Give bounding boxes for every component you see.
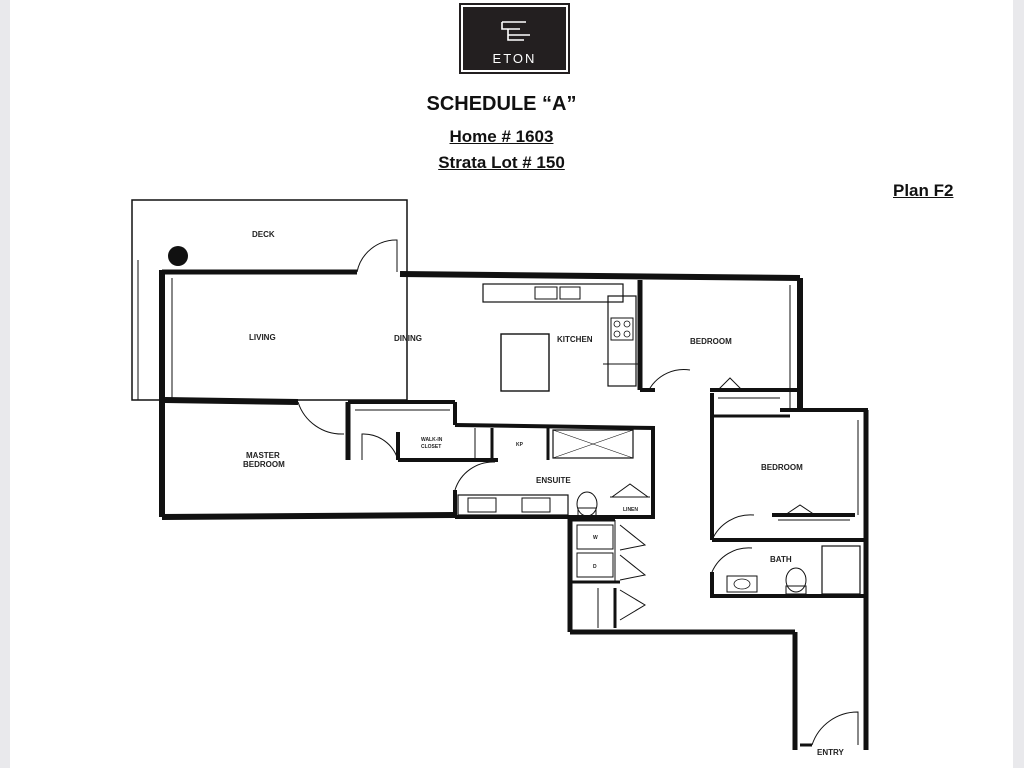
document-page: ETON SCHEDULE “A” Home # 1603 Strata Lot… xyxy=(10,0,1013,768)
living-label: LIVING xyxy=(249,333,276,342)
ensuite-label: ENSUITE xyxy=(536,476,571,485)
dining-label: DINING xyxy=(394,334,422,343)
washer-label: W xyxy=(593,535,598,541)
walk-in-closet-label-line-2: CLOSET xyxy=(421,444,441,450)
master-bedroom-label-line-2: BEDROOM xyxy=(243,460,285,469)
exterior-walls xyxy=(159,269,869,750)
floor-plan-diagram: DECK LIVING DINING KITCHEN BEDROOM BEDRO… xyxy=(131,199,869,757)
kp-label: KP xyxy=(516,442,524,448)
eton-logo: ETON xyxy=(459,3,570,74)
home-number: Home # 1603 xyxy=(449,127,554,146)
linen-label: LINEN xyxy=(623,507,638,513)
interior-walls xyxy=(164,280,866,747)
kitchen-island xyxy=(500,333,550,392)
bedroom-2-label: BEDROOM xyxy=(761,463,803,472)
strata-lot-number: Strata Lot # 150 xyxy=(438,153,565,172)
walk-in-closet-label-line-1: WALK-IN xyxy=(421,437,443,443)
dryer-label: D xyxy=(593,564,597,570)
logo-text: ETON xyxy=(492,51,537,66)
eton-logo-mark-icon xyxy=(501,21,530,41)
deck-post-icon xyxy=(168,246,188,266)
master-bedroom-label-line-1: MASTER xyxy=(246,451,280,460)
bath-label: BATH xyxy=(770,555,792,564)
schedule-title: SCHEDULE “A” xyxy=(426,93,577,115)
kitchen-label: KITCHEN xyxy=(557,335,593,344)
bedroom-1-label: BEDROOM xyxy=(690,337,732,346)
entry-label: ENTRY xyxy=(817,748,844,757)
deck-label: DECK xyxy=(252,230,275,239)
plan-label: Plan F2 xyxy=(893,181,954,200)
